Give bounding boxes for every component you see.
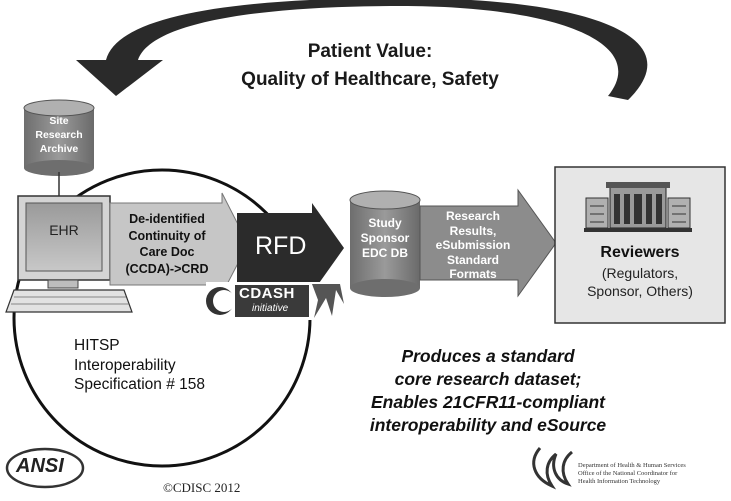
ansi-logo xyxy=(5,447,85,489)
hhs-eagle-logo xyxy=(532,447,573,490)
patient-value-line1: Patient Value: xyxy=(307,41,433,62)
reviewers-title: Reviewers xyxy=(600,244,680,261)
rfd-label: RFD xyxy=(255,232,307,260)
ccd-arrow-shape xyxy=(109,192,249,295)
patient-value-title: Patient Value: Quality of Healthcare, Sa… xyxy=(210,38,530,94)
hhs-text: Department of Health & Human Services Of… xyxy=(578,462,728,486)
edc-db-cylinder xyxy=(349,190,421,297)
research-arrow-label: Research Results, eSubmission Standard F… xyxy=(435,209,511,281)
copyright-text: ©CDISC 2012 xyxy=(163,480,241,495)
hitsp-label: HITSP Interoperability Specification # 1… xyxy=(74,337,205,393)
patient-value-line2: Quality of Healthcare, Safety xyxy=(241,69,499,90)
research-arrow-shape xyxy=(419,188,557,298)
cdash-label: CDASH xyxy=(239,285,295,302)
rfd-arrow-shape xyxy=(237,203,344,293)
site-archive-label: Site Research Archive xyxy=(35,115,83,155)
statement-text: Produces a standard core research datase… xyxy=(369,346,607,435)
hhs-line3: Health Information Technology xyxy=(578,478,661,485)
hhs-line1: Department of Health & Human Services xyxy=(578,462,686,469)
edc-db-label: Study Sponsor EDC DB xyxy=(360,216,410,260)
ehr-label: EHR xyxy=(49,222,79,238)
site-archive-cylinder xyxy=(23,99,95,176)
cdash-sub-label: initiative xyxy=(252,303,289,314)
building-icon xyxy=(584,182,692,232)
ccd-arrow-label: De-identified Continuity of Care Doc (CC… xyxy=(125,212,209,276)
cdash-logo xyxy=(206,282,348,320)
reviewers-sub: (Regulators, Sponsor, Others) xyxy=(587,265,693,299)
ansi-text: ANSI xyxy=(16,455,64,477)
computer-icon xyxy=(5,195,133,313)
hhs-line2: Office of the National Coordinator for xyxy=(578,470,678,477)
